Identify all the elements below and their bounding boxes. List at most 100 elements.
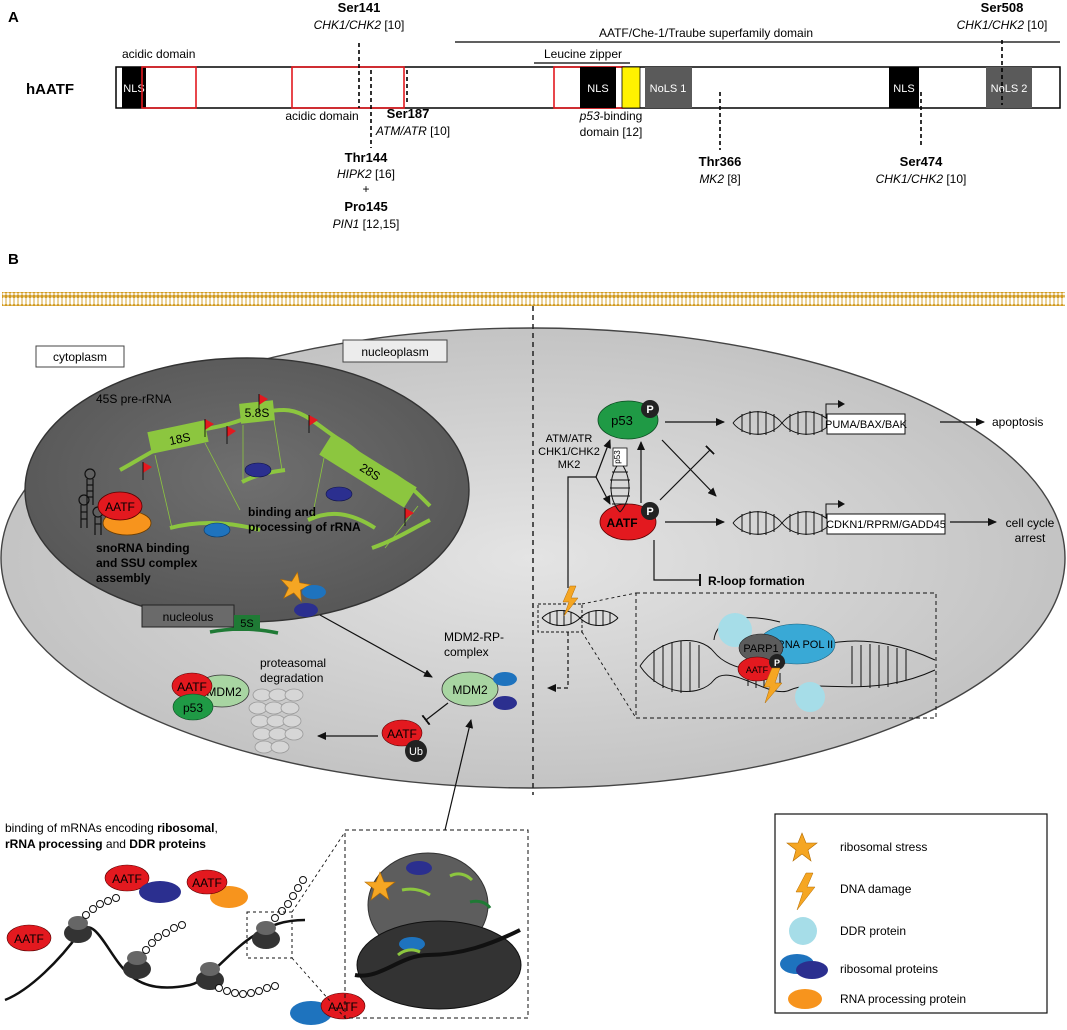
- cell-cycle-label-1: cell cycle: [1006, 516, 1055, 530]
- protein-name: hAATF: [26, 81, 74, 98]
- cytoplasm-label: cytoplasm: [53, 350, 107, 364]
- ribosome-highlight: [246, 911, 293, 959]
- aatf-inhibits-puma: [659, 445, 715, 501]
- cdkn1-box: [826, 513, 946, 535]
- nascent-peptides: [82, 876, 307, 998]
- site-ser187-name: Ser187: [387, 106, 430, 121]
- site-ser474-name: Ser474: [900, 154, 943, 169]
- ribosome-large-subunit: [356, 920, 522, 1010]
- arrow-kinase-p53: [595, 439, 611, 478]
- proteasomal-label-2: degradation: [260, 671, 323, 685]
- nls-label-3: NLS: [893, 83, 914, 95]
- site-thr366-name: Thr366: [699, 154, 742, 169]
- aatf-bottom-3-label: AATF: [14, 932, 44, 946]
- rloop-zoom-box: [635, 592, 937, 719]
- damaged-dna-small: [541, 610, 619, 626]
- site-ser187-kinase: ATM/ATR [10]: [375, 124, 450, 138]
- ubiquitin-label: Ub: [409, 746, 423, 758]
- rrna-5s-label: 5S: [240, 618, 253, 630]
- rrna-fragment-4: [371, 518, 431, 550]
- p53-phospho-label: P: [646, 404, 653, 416]
- aatf-phospho-label: P: [646, 506, 653, 518]
- ribosomal-protein-6: [493, 672, 517, 686]
- rrna-28s-block: [319, 434, 417, 508]
- arrow-kinase-aatf: [595, 476, 611, 505]
- ribosome-zoom-box: [344, 829, 529, 1019]
- rrna-zoom-1: [401, 887, 431, 897]
- processing-guides: [154, 419, 419, 549]
- kinase-label-2: CHK1/CHK2: [538, 446, 600, 458]
- legend-box: [774, 813, 1048, 1014]
- cleavage-flag-poles: [142, 394, 406, 526]
- legend: ribosomal stress DNA damage DDR protein …: [774, 813, 1048, 1014]
- nols1-box: [645, 67, 692, 108]
- binding-label-1: binding and: [248, 505, 316, 519]
- damaged-dna-highlight: [537, 603, 583, 633]
- nols2-label: NoLS 2: [991, 83, 1028, 95]
- ribosomes: [64, 916, 280, 990]
- site-ser141-name: Ser141: [338, 0, 381, 15]
- aatf-bottom-1: [104, 864, 150, 892]
- arrow-up-to-mdm2: [444, 719, 474, 831]
- aatf-bottom-3: [6, 924, 52, 952]
- ribosomal-stress-star-zoom: [364, 871, 396, 901]
- ddr-protein-2: [795, 682, 825, 712]
- cleavage-flags: [143, 394, 414, 519]
- aatf-bottom-4-label: AATF: [328, 1000, 358, 1014]
- site-ser508-kinase: CHK1/CHK2 [10]: [957, 18, 1048, 32]
- legend-label-3: ribosomal proteins: [840, 962, 938, 976]
- star-icon: [786, 832, 818, 862]
- aatf-bottom-4: [320, 992, 366, 1020]
- aatf-rloop-label: AATF: [746, 665, 769, 675]
- dna-puma-tss: [838, 400, 845, 408]
- rna-pol-ii-label: RNA POL II: [777, 639, 833, 651]
- small-dna-vertical: [610, 447, 630, 513]
- panel-b-label: B: [8, 251, 19, 268]
- nucleolus-label: nucleolus: [163, 610, 214, 624]
- acidic-domain-top-label: acidic domain: [122, 47, 195, 61]
- legend-label-0: ribosomal stress: [840, 840, 927, 854]
- ubiquitin: [405, 740, 427, 762]
- proteasomal-label-1: proteasomal: [260, 656, 326, 670]
- mdm2-inhibits-aatf: [421, 702, 449, 726]
- cell-membrane: [2, 292, 1065, 306]
- small-dna-p53-label: p53: [613, 450, 622, 464]
- panel-a-label: A: [8, 9, 19, 26]
- ribosomal-stress-star: [280, 571, 312, 603]
- ribosomal-protein-4: [302, 585, 326, 599]
- mdm2-complex: [441, 671, 499, 707]
- proteasome: [248, 688, 304, 754]
- rloop-dna: [639, 617, 936, 693]
- ribosomal-protein-bottom-1: [139, 881, 181, 903]
- superfamily-label: AATF/Che-1/Traube superfamily domain: [599, 26, 813, 40]
- site-ser474-kinase: CHK1/CHK2 [10]: [876, 172, 967, 186]
- nls-label-2: NLS: [587, 83, 608, 95]
- site-pro145-name: Pro145: [344, 199, 387, 214]
- rrna-18s-label: 18S: [168, 430, 192, 448]
- ribosomal-protein-2: [244, 462, 272, 478]
- p53-binding-box: [621, 66, 641, 109]
- arrow-to-mdm2: [319, 614, 433, 678]
- mdm2-rp-label-2: complex: [444, 645, 489, 659]
- aatf-phospho: [641, 502, 659, 520]
- rrna-58s-label: 5.8S: [245, 406, 270, 420]
- p53-binding-label: p53-binding: [579, 109, 643, 123]
- return-dashed-arrow: [547, 632, 569, 692]
- nls-box-3: [889, 67, 919, 108]
- rrna-18s-block: [147, 420, 209, 454]
- zoom-line-2: [581, 631, 637, 719]
- binding-label-2: processing of rRNA: [248, 520, 361, 534]
- legend-label-2: DDR protein: [840, 924, 906, 938]
- lightning-icon: [795, 872, 816, 911]
- aatf-rloop-phospho-label: P: [774, 658, 780, 668]
- ribosomal-protein-1: [203, 522, 231, 538]
- acidic-domain-box-2: [291, 66, 405, 109]
- ribosomal-protein-3: [325, 486, 353, 502]
- panel-a: A AATF/Che-1/Traube superfamily domain L…: [8, 0, 1061, 231]
- rloop-label: R-loop formation: [708, 574, 805, 588]
- ribosomal-protein-7: [493, 696, 517, 710]
- snorna-label-1: snoRNA binding: [96, 541, 190, 555]
- rrna-zoom-3: [469, 899, 492, 909]
- ribosomal-protein-zoom-1: [406, 861, 432, 875]
